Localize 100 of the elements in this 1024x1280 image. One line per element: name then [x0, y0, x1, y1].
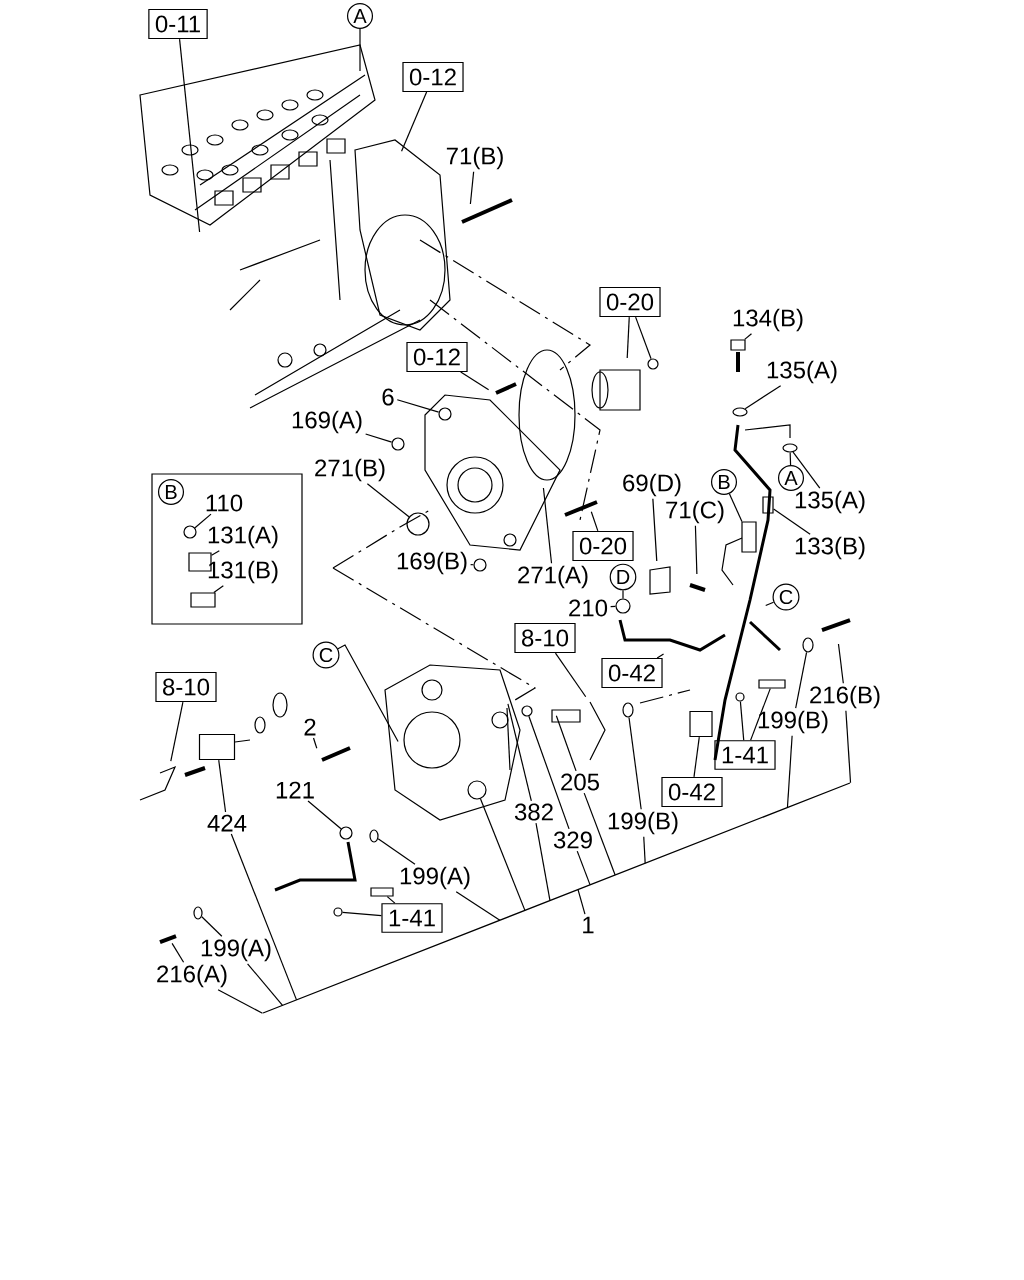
- leader-line: [728, 493, 743, 522]
- reference-box: 0-12: [402, 61, 464, 93]
- leader-line: [178, 38, 201, 233]
- leader-line: [396, 399, 440, 413]
- leader-line: [312, 737, 318, 749]
- callout-number: 135(A): [767, 360, 837, 384]
- part-outline: [473, 558, 487, 572]
- leader-line: [194, 513, 212, 529]
- callout-number: 424: [207, 814, 247, 832]
- callout-number: 134(B): [733, 308, 803, 332]
- leader-line: [626, 316, 630, 359]
- leader-line: [211, 550, 220, 556]
- leader-line: [479, 798, 526, 911]
- leader-line: [694, 525, 698, 575]
- callout-number: 210: [569, 599, 608, 617]
- callout-number: 199(A): [201, 938, 271, 962]
- leader-line: [786, 735, 793, 809]
- leader-line: [535, 822, 551, 902]
- leader-line: [359, 28, 361, 72]
- callout-number: 69(D): [623, 473, 681, 497]
- part-outline: [802, 637, 814, 653]
- callout-number: 71(B): [446, 146, 503, 170]
- callout-number: 169(A): [292, 410, 362, 434]
- callout-number: 271(B): [315, 458, 385, 482]
- leader-line: [795, 651, 808, 709]
- part-outline: [183, 525, 197, 539]
- part-outline: [735, 692, 745, 702]
- circled-letter: B: [158, 479, 185, 506]
- leader-line: [765, 601, 775, 607]
- leader-line: [542, 487, 553, 564]
- leader-line: [201, 916, 223, 937]
- part-outline: [622, 702, 634, 718]
- leader-line: [635, 316, 652, 360]
- leader-line: [171, 942, 185, 963]
- leader-line: [555, 715, 577, 772]
- reference-box: 0-42: [601, 657, 663, 689]
- part-outline: [689, 710, 713, 738]
- inset-panel: [151, 473, 303, 625]
- part-outline: [758, 679, 786, 689]
- leader-line: [528, 715, 570, 830]
- callout-number: 2: [304, 718, 316, 736]
- leader-line: [469, 171, 475, 205]
- circled-letter: C: [772, 583, 800, 611]
- part-outline: [732, 407, 748, 417]
- part-outline: [198, 733, 236, 761]
- leader-line: [576, 850, 591, 886]
- reference-box: 1-41: [714, 740, 776, 770]
- leader-line: [739, 701, 745, 741]
- leader-line: [460, 371, 490, 391]
- callout-number: 71(C): [666, 500, 724, 524]
- callout-number: 131(B): [208, 560, 278, 584]
- part-outline: [190, 592, 216, 608]
- leader-line: [656, 653, 665, 659]
- leader-line: [792, 451, 821, 489]
- leader-line: [590, 511, 599, 532]
- leader-line: [652, 498, 658, 562]
- callout-number: 216(A): [157, 964, 227, 988]
- part-outline: [782, 443, 798, 453]
- leader-line: [789, 452, 792, 466]
- part-outline: [391, 437, 405, 451]
- leader-line: [610, 605, 616, 608]
- leader-line: [554, 652, 587, 698]
- leader-line: [845, 710, 852, 784]
- leader-line: [643, 836, 646, 864]
- leader-line: [400, 91, 428, 152]
- reference-box: 8-10: [155, 671, 217, 703]
- leader-line: [217, 989, 264, 1014]
- callout-number: 271(A): [518, 565, 588, 589]
- leader-line: [247, 963, 284, 1006]
- callout-number: 205: [561, 773, 599, 791]
- part-outline: [521, 705, 533, 717]
- callout-number: 216(B): [810, 685, 880, 709]
- leader-line: [365, 433, 393, 443]
- leader-line: [744, 333, 753, 340]
- leader-line: [213, 585, 224, 593]
- callout-number: 133(B): [795, 536, 865, 560]
- callout-number: 6: [382, 388, 394, 406]
- callout-number: 169(B): [397, 551, 467, 575]
- leader-line: [386, 896, 396, 904]
- reference-box: 0-20: [599, 286, 661, 318]
- leader-line: [693, 736, 700, 778]
- callout-number: 199(B): [758, 710, 828, 734]
- callout-number: 110: [206, 494, 243, 512]
- leader-line: [583, 792, 616, 876]
- leader-line: [577, 889, 586, 915]
- part-outline: [438, 407, 452, 421]
- leader-line: [837, 643, 844, 684]
- leader-line: [230, 833, 298, 1001]
- reference-box: 0-20: [572, 530, 634, 562]
- reference-box: 8-10: [514, 622, 576, 654]
- part-outline: [762, 496, 774, 514]
- circled-letter: A: [778, 464, 805, 492]
- leader-line: [744, 385, 782, 410]
- leader-line: [307, 800, 342, 830]
- leader-line: [622, 589, 624, 599]
- leader-line: [377, 838, 416, 865]
- circled-letter: D: [609, 563, 637, 591]
- reference-box: 0-11: [148, 8, 208, 40]
- circled-letter: C: [312, 641, 340, 669]
- reference-box: 0-42: [661, 776, 723, 808]
